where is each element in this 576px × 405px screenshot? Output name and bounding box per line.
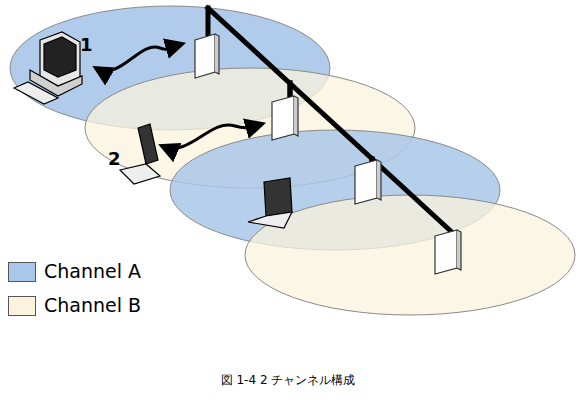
callout-number: 1 [80, 34, 93, 55]
legend-label: Channel B [44, 294, 141, 316]
laptop-computer [120, 124, 160, 184]
legend-swatch [8, 262, 36, 282]
backbone-cable [208, 8, 455, 236]
access-point [435, 230, 457, 274]
laptop-computer [248, 178, 292, 228]
legend-label: Channel A [44, 260, 141, 282]
cell-b [245, 195, 575, 315]
access-points [195, 34, 461, 274]
legend-swatch [8, 296, 36, 316]
figure-caption: 図 1-4 2 チャンネル構成 [221, 372, 356, 389]
access-point [355, 160, 377, 204]
access-point [272, 96, 294, 140]
access-point [195, 34, 215, 78]
callout-number: 2 [108, 148, 121, 169]
coverage-cells [10, 6, 575, 315]
radio-link [96, 44, 262, 148]
desktop-computer [14, 32, 82, 104]
